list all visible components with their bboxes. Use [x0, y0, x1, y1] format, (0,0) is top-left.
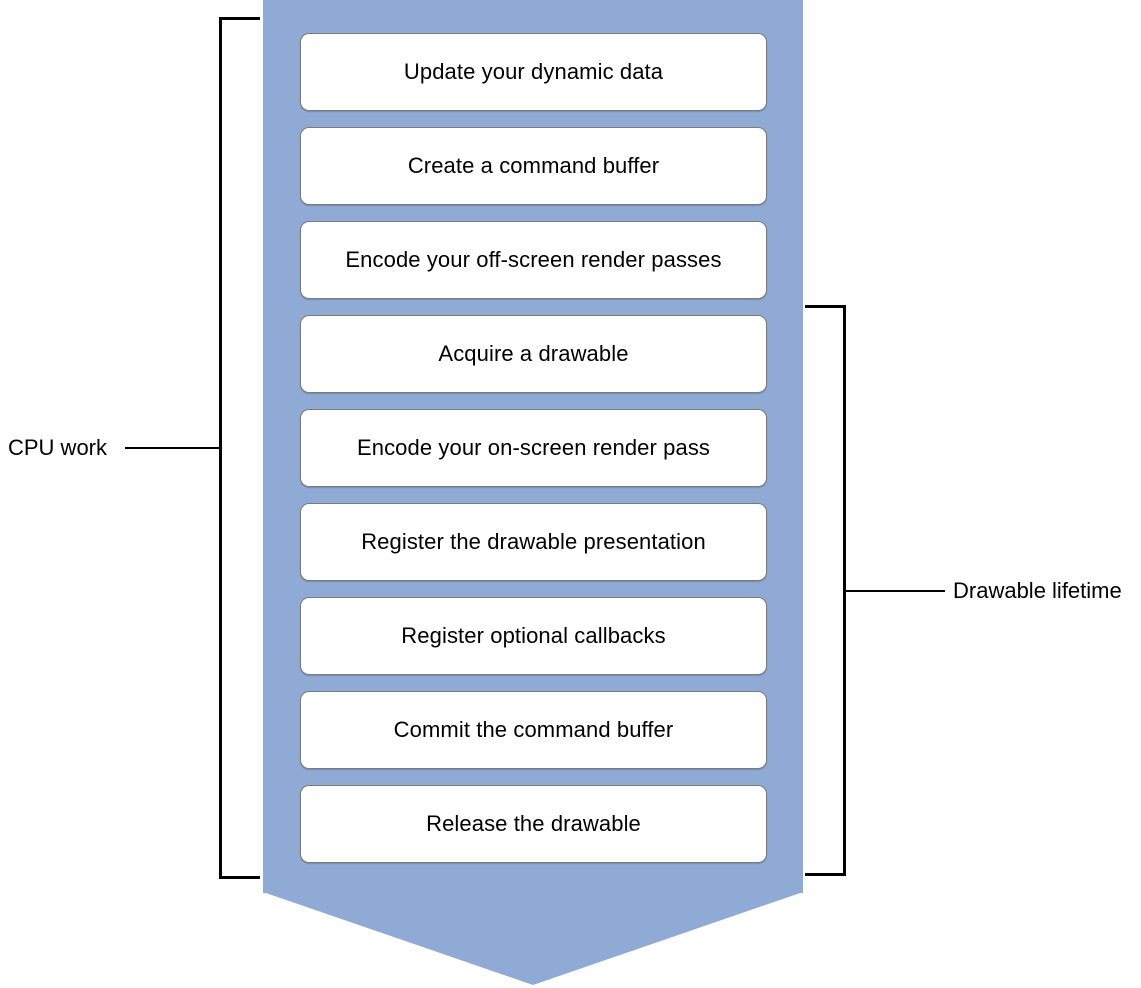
step-label: Encode your on-screen render pass: [356, 435, 711, 460]
step-box-7[interactable]: Register optional callbacks: [300, 597, 767, 675]
cpu-work-bracket-connector: [125, 447, 221, 449]
step-label: Create a command buffer: [407, 153, 660, 178]
downward-flow-arrow-head: [263, 892, 803, 985]
step-label: Commit the command buffer: [393, 717, 674, 742]
step-label: Update your dynamic data: [403, 59, 664, 84]
step-label: Acquire a drawable: [438, 341, 629, 366]
step-box-5[interactable]: Encode your on-screen render pass: [300, 409, 767, 487]
drawable-lifetime-bracket-connector: [845, 590, 945, 592]
step-label: Register optional callbacks: [401, 623, 666, 648]
drawable-lifetime-bracket-vertical: [843, 305, 846, 876]
step-label: Encode your off-screen render passes: [345, 247, 722, 272]
step-label: Release the drawable: [426, 811, 641, 836]
step-box-4[interactable]: Acquire a drawable: [300, 315, 767, 393]
step-box-3[interactable]: Encode your off-screen render passes: [300, 221, 767, 299]
drawable-lifetime-bracket-bottom-arm: [805, 873, 845, 876]
cpu-work-bracket-bottom-arm: [219, 876, 260, 879]
step-box-1[interactable]: Update your dynamic data: [300, 33, 767, 111]
drawable-lifetime-bracket-label: Drawable lifetime: [953, 578, 1122, 603]
step-box-9[interactable]: Release the drawable: [300, 785, 767, 863]
step-label: Register the drawable presentation: [361, 529, 706, 554]
step-box-6[interactable]: Register the drawable presentation: [300, 503, 767, 581]
step-list: Update your dynamic data Create a comman…: [300, 33, 767, 863]
cpu-work-bracket-top-arm: [219, 17, 260, 20]
cpu-work-bracket-label: CPU work: [8, 435, 108, 460]
step-box-8[interactable]: Commit the command buffer: [300, 691, 767, 769]
drawable-lifetime-bracket-top-arm: [805, 305, 845, 308]
step-box-2[interactable]: Create a command buffer: [300, 127, 767, 205]
